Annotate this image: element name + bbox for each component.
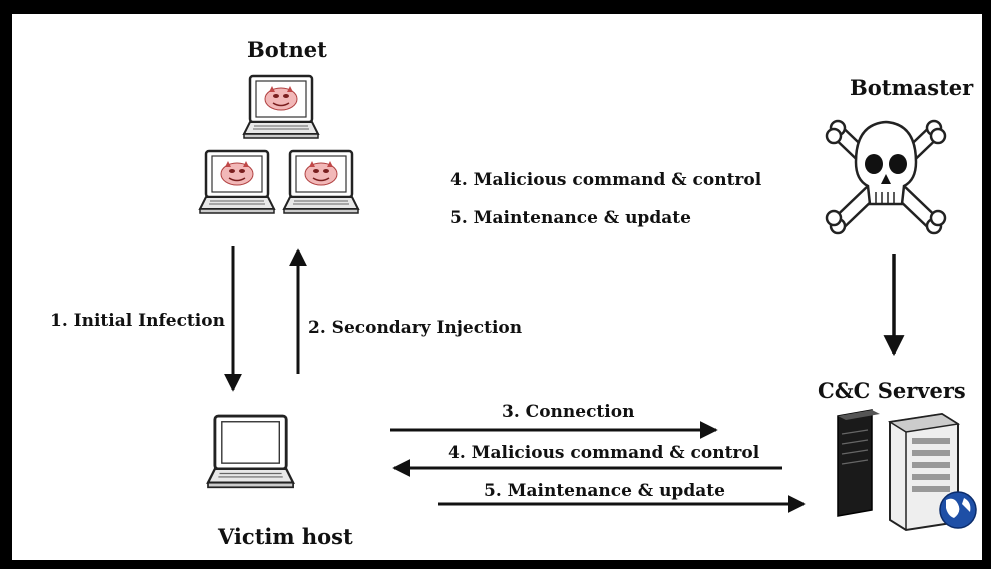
diagram-graphics	[198, 74, 977, 532]
note-maintenance: 5. Maintenance & update	[450, 208, 691, 228]
label-initial-infection: 1. Initial Infection	[50, 311, 225, 331]
label-secondary-injection: 2. Secondary Injection	[308, 318, 523, 338]
botnet-laptop-top	[242, 74, 320, 140]
botnet-laptop-left	[198, 149, 276, 215]
label-malicious-cc: 4. Malicious command & control	[448, 443, 760, 463]
botnet-lifecycle-diagram: Botnet Botmaster Victim host C&C Servers…	[12, 14, 982, 560]
label-connection: 3. Connection	[502, 402, 635, 422]
server-rack-icon	[837, 409, 961, 532]
laptop-icon	[206, 414, 295, 489]
skull-crossbones-icon	[825, 119, 947, 235]
label-maintenance: 5. Maintenance & update	[484, 481, 725, 501]
botnet-title: Botnet	[247, 37, 327, 62]
victim-host-title: Victim host	[218, 524, 353, 549]
cc-servers-title: C&C Servers	[818, 378, 966, 403]
botmaster-title: Botmaster	[850, 75, 974, 100]
note-malicious-cc: 4. Malicious command & control	[450, 170, 762, 190]
botnet-laptop-right	[282, 149, 360, 215]
globe-icon	[939, 491, 977, 529]
